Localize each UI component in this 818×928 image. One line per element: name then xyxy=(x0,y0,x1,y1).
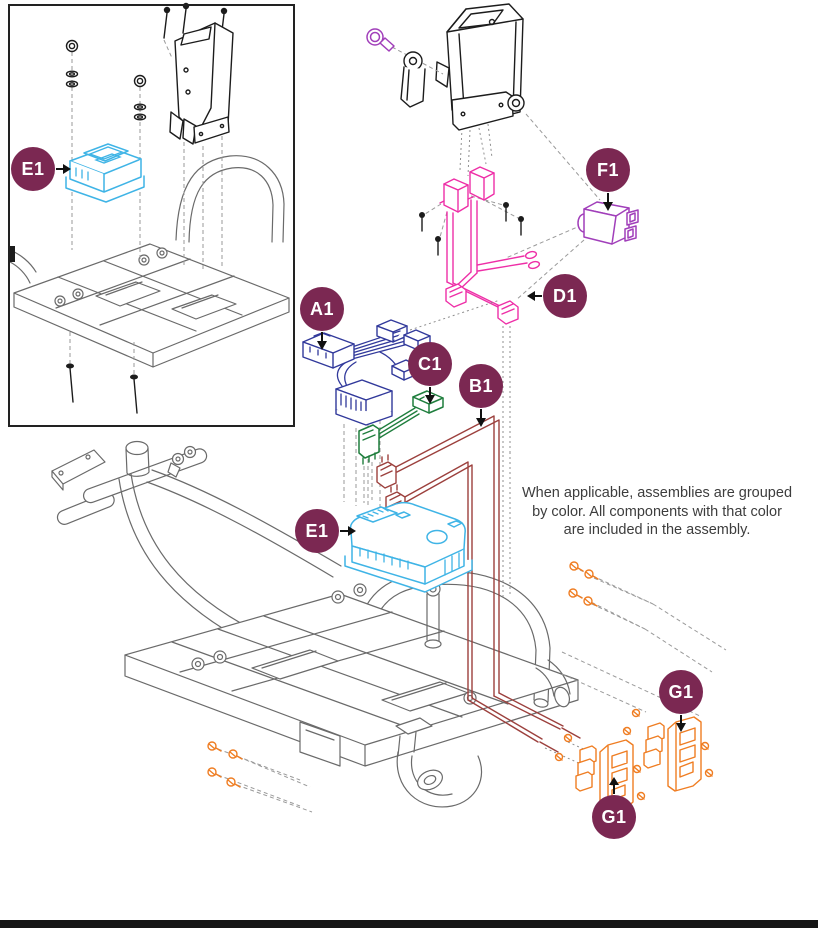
controller-tower xyxy=(435,3,601,201)
callout-badge-g1-lower: G1 xyxy=(592,795,636,839)
callout-badge-g1-upper: G1 xyxy=(659,670,703,714)
note-line-2: by color. All components with that color xyxy=(532,503,782,520)
c1-cable xyxy=(358,390,444,503)
note-line-3: are included in the assembly. xyxy=(563,522,751,538)
callout-badge-e1-inset: E1 xyxy=(11,147,55,191)
g1-lower-arrow xyxy=(609,777,619,794)
frame-mounting-screws-left xyxy=(207,741,313,813)
g1-upper-arrow xyxy=(676,715,686,732)
f1-arrow xyxy=(603,193,613,211)
a1-arrow xyxy=(317,332,327,350)
callout-badge-f1: F1 xyxy=(586,148,630,192)
tower-knob-and-bracket xyxy=(366,28,444,108)
inset-panel-border xyxy=(8,4,295,427)
color-grouping-note: When applicable, assemblies are grouped … xyxy=(498,484,816,540)
frame-mounting-screws-right xyxy=(568,561,727,673)
callout-badge-c1: C1 xyxy=(408,342,452,386)
callout-badge-d1: D1 xyxy=(543,274,587,318)
e1-inset-arrow xyxy=(56,164,71,174)
inset-frame-drawing xyxy=(9,155,290,368)
inset-e1-module xyxy=(65,143,145,203)
b1-arrow xyxy=(476,409,486,427)
page-footer-rule xyxy=(0,920,818,928)
note-line-1: When applicable, assemblies are grouped xyxy=(521,485,793,501)
callout-arrows xyxy=(56,164,686,794)
callout-badge-a1: A1 xyxy=(300,287,344,331)
d1-arrow xyxy=(527,291,542,301)
e1-controller-module xyxy=(344,502,473,593)
c1-arrow xyxy=(425,387,435,404)
callout-badge-b1: B1 xyxy=(459,364,503,408)
callout-badge-e1-main: E1 xyxy=(295,509,339,553)
f1-relay-module xyxy=(505,201,639,301)
inset-controller-tower xyxy=(169,22,234,272)
e1-main-arrow xyxy=(340,526,356,536)
main-frame-drawing xyxy=(51,440,579,808)
d1-wiring-harness xyxy=(419,166,541,600)
